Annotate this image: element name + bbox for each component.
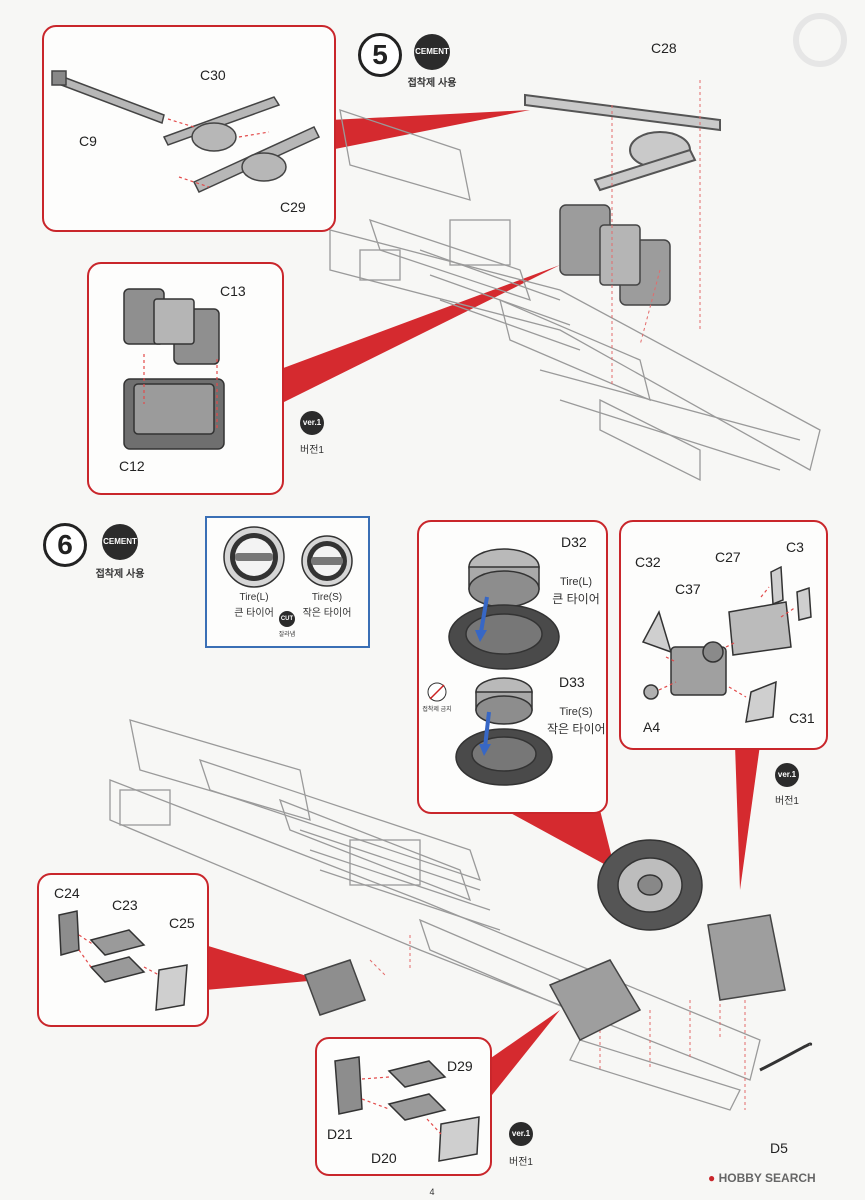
cement-caption: 접착제 사용	[407, 78, 457, 89]
part-label: C31	[789, 710, 815, 726]
cement-caption: 접착제 사용	[95, 569, 145, 580]
cut-caption: 잘라냄	[278, 632, 296, 638]
battery-detail-panel: C24 C23 C25	[37, 873, 209, 1027]
part-label: C13	[220, 283, 246, 299]
part-label: A4	[643, 719, 661, 735]
cement-badge: CEMENT	[102, 524, 138, 560]
part-label: C25	[169, 915, 195, 931]
part-label: D20	[371, 1150, 397, 1166]
axle-detail-panel: C30 C9 C29	[42, 25, 336, 232]
part-label: C12	[119, 458, 145, 474]
step-number: 6	[43, 523, 87, 567]
watermark-text: HOBBY SEARCH	[718, 1171, 816, 1185]
step-number: 5	[358, 33, 402, 77]
version-badge: ver.1	[509, 1122, 533, 1146]
part-label: C30	[200, 67, 226, 83]
part-label: D33	[559, 674, 585, 690]
part-label: C37	[675, 581, 701, 597]
watermark-icon: ●	[708, 1171, 716, 1185]
tire-large-label: Tire(L)	[560, 576, 592, 588]
tire-large-label: Tire(L)	[239, 592, 269, 603]
version-caption: 버전1	[509, 1157, 533, 1168]
tire-large-korean: 큰 타이어	[234, 608, 274, 619]
part-label: C28	[651, 40, 677, 56]
tire-size-legend-panel: Tire(L) 큰 타이어 Tire(S) 작은 타이어 CUT 잘라냄	[205, 516, 370, 648]
version-caption: 버전1	[300, 445, 324, 456]
version-badge: ver.1	[300, 411, 324, 435]
cement-badge: CEMENT	[414, 34, 450, 70]
version-badge: ver.1	[775, 763, 799, 787]
storage-box-detail-panel: C32 C27 C3 C37 A4 C31	[619, 520, 828, 750]
tire-small-korean: 작은 타이어	[547, 722, 606, 736]
wheel-detail-panel: D32 Tire(L) 큰 타이어 D33 Tire(S) 작은 타이어 접착제…	[417, 520, 608, 814]
cut-badge: CUT	[279, 611, 295, 627]
part-label: D5	[770, 1140, 788, 1156]
part-label: C24	[54, 885, 80, 901]
part-label: C23	[112, 897, 138, 913]
part-label: C27	[715, 549, 741, 565]
part-label: C32	[635, 554, 661, 570]
part-label: C29	[280, 199, 306, 215]
part-label: D21	[327, 1126, 353, 1142]
tire-small-label: Tire(S)	[559, 706, 593, 718]
part-label: D32	[561, 534, 587, 550]
tire-small-label: Tire(S)	[311, 592, 343, 603]
part-label: C3	[786, 539, 804, 555]
tire-small-korean: 작은 타이어	[302, 608, 352, 619]
no-cement-caption: 접착제 금지	[422, 707, 452, 713]
fuel-tank-detail-panel: C13 C12	[87, 262, 284, 495]
part-label: C9	[79, 133, 97, 149]
part-label: D29	[447, 1058, 473, 1074]
tire-large-korean: 큰 타이어	[552, 592, 600, 606]
page-number: 4	[429, 1187, 435, 1197]
toolbox-detail-panel: D29 D21 D20	[315, 1037, 492, 1176]
watermark: ● HOBBY SEARCH	[708, 1171, 816, 1185]
version-caption: 버전1	[775, 796, 799, 807]
